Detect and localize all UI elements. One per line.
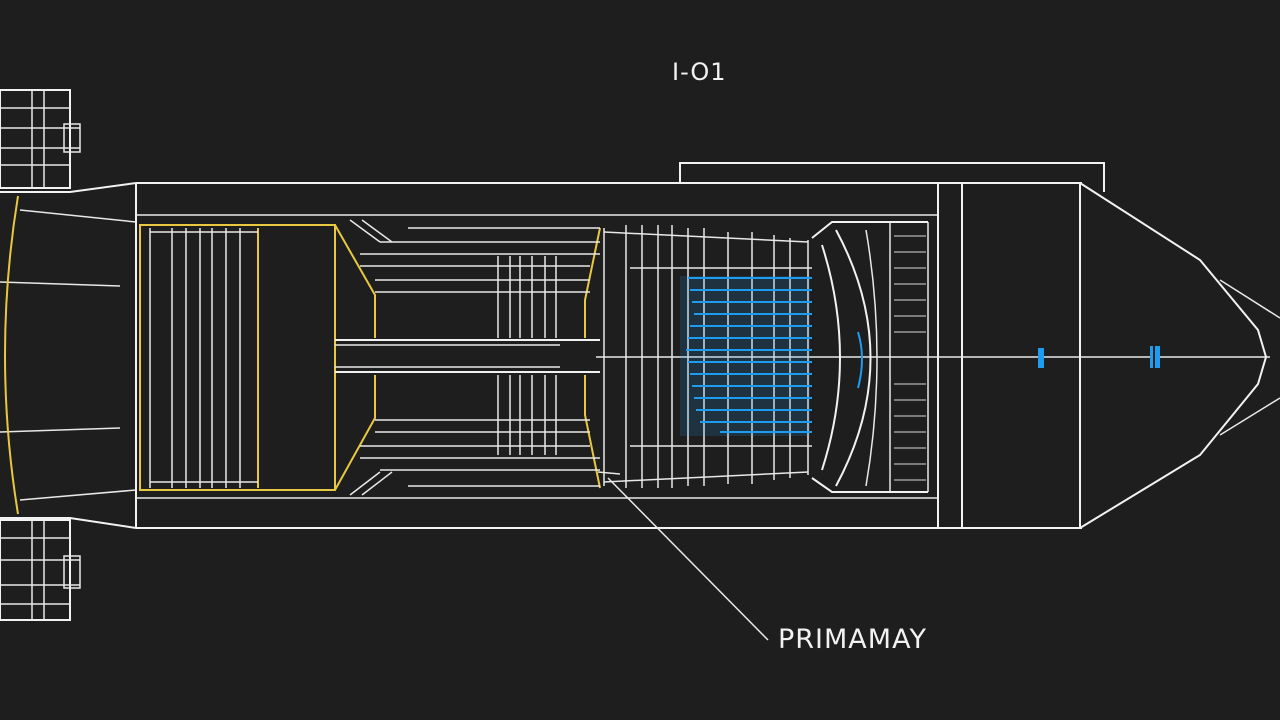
exhaust-cone — [811, 221, 929, 493]
callout-label: PRIMAMAY — [778, 624, 927, 655]
turbine-section — [603, 225, 812, 488]
aft-nose-cone — [1038, 182, 1280, 529]
fan-section — [139, 224, 336, 491]
turbine-blades-blue — [680, 276, 812, 436]
callout-leader-line — [597, 471, 769, 641]
compressor-transition — [334, 224, 601, 491]
intake-cowl — [0, 182, 137, 529]
left-mount-bracket-bottom — [0, 519, 81, 621]
exhaust-rungs — [894, 235, 926, 481]
main-casing — [135, 162, 1105, 529]
left-mount-bracket-top — [0, 89, 81, 189]
diagram-top-label: I-O1 — [672, 58, 727, 86]
compressor-stages — [349, 219, 600, 496]
